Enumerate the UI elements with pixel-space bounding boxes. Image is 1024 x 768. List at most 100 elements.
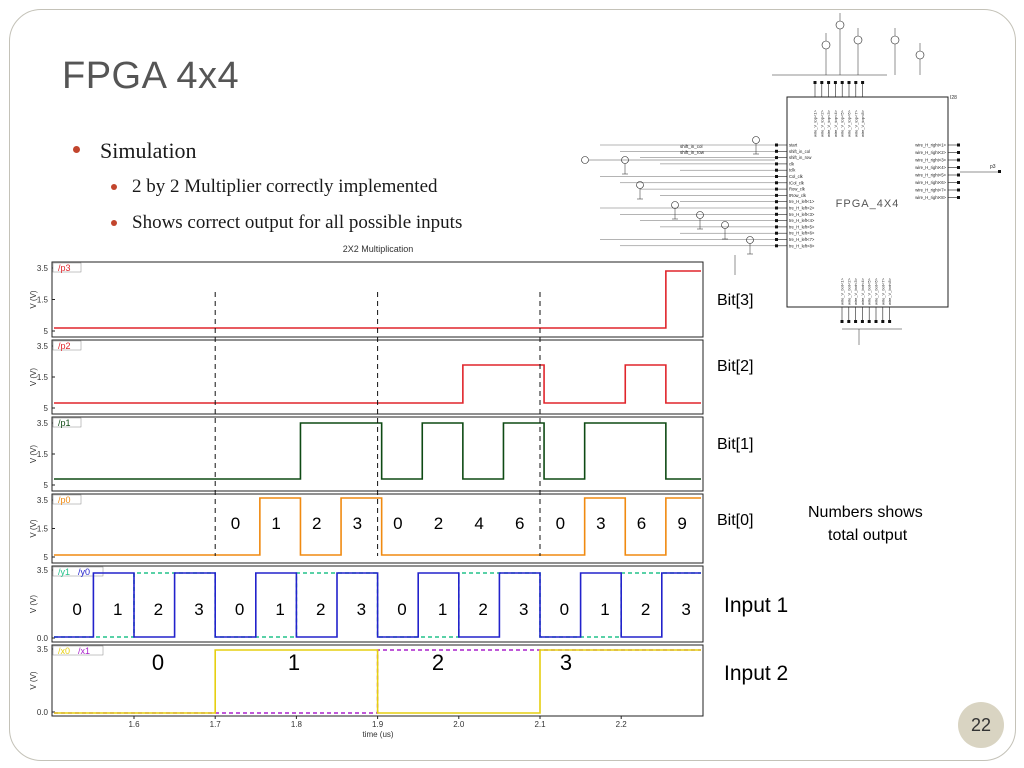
input1-number: 1 <box>437 600 448 619</box>
input1-label: Input 1 <box>724 594 789 617</box>
x-tick-label: 1.7 <box>210 720 222 729</box>
y-tick-label: 3.5 <box>37 645 49 654</box>
input2-number: 1 <box>287 650 301 675</box>
legend-p1: /p1 <box>58 418 71 428</box>
y-axis-label: V (V) <box>29 519 38 538</box>
bit3-label: Bit[3] <box>717 292 754 309</box>
bit2-label: Bit[2] <box>717 358 754 375</box>
y-tick-label: 3.5 <box>37 264 49 273</box>
y-tick-label: 3.5 <box>37 342 49 351</box>
y-tick-label: 5 <box>44 404 49 413</box>
p0-number: 0 <box>555 514 566 533</box>
input1-number: 1 <box>275 600 285 619</box>
input1-number: 3 <box>681 600 691 619</box>
legend-p2: /p2 <box>58 341 71 351</box>
p0-number: 2 <box>311 514 322 533</box>
legend-p0: /p0 <box>58 495 71 505</box>
slide-title: FPGA 4x4 <box>62 55 240 97</box>
series-p3 <box>54 270 701 329</box>
input2-number: 0 <box>151 650 165 675</box>
legend-box <box>52 262 82 273</box>
input1-number: 3 <box>194 600 204 619</box>
bullet-dot-3 <box>111 220 117 226</box>
series-y1 <box>54 572 701 638</box>
bit1-label: Bit[1] <box>717 436 754 453</box>
input2-number: 3 <box>559 650 573 675</box>
p0-number: 2 <box>433 514 444 533</box>
y-tick-label: 1.5 <box>37 296 49 305</box>
y-axis-label: V (V) <box>29 445 38 464</box>
page-number-badge <box>958 702 1004 748</box>
x-tick-label: 1.9 <box>372 720 384 729</box>
plot-panel-frame <box>51 261 704 338</box>
y-tick-label: 3.5 <box>37 496 49 505</box>
y-tick-label: 0.0 <box>37 708 49 717</box>
input1-number: 0 <box>234 600 245 619</box>
p0-number: 6 <box>514 514 525 533</box>
input1-number: 3 <box>356 600 367 619</box>
series-x0 <box>54 649 701 714</box>
y-tick-label: 1.5 <box>37 450 49 459</box>
bullet-outputs: Shows correct output for all possible in… <box>132 212 463 233</box>
x-tick-label: 2.2 <box>616 720 628 729</box>
y-tick-label: 3.5 <box>37 419 49 428</box>
input1-number: 0 <box>397 600 407 619</box>
p0-number: 0 <box>230 514 241 533</box>
total-output-note-line1: Numbers shows <box>808 504 923 521</box>
bullet-dot-1 <box>73 146 80 153</box>
x-tick-label: 1.6 <box>128 720 140 729</box>
input1-number: 1 <box>113 600 123 619</box>
x-tick-label: 1.8 <box>291 720 303 729</box>
p0-number: 9 <box>677 514 687 533</box>
plot-title: 2X2 Multiplication <box>343 244 414 254</box>
legend-box <box>52 566 104 577</box>
y-tick-label: 0.0 <box>37 634 49 643</box>
y-tick-label: 5 <box>44 481 49 490</box>
legend-y1: /y1 <box>58 567 70 577</box>
input1-number: 2 <box>478 600 488 619</box>
bullet-dot-2 <box>111 184 117 190</box>
y-axis-label: V (V) <box>29 595 38 614</box>
plot-panel-frame <box>51 565 704 643</box>
p0-number: 4 <box>474 514 484 533</box>
p0-number: 0 <box>393 514 403 533</box>
legend-x0: /x0 <box>58 646 70 656</box>
page-number: 22 <box>970 715 992 735</box>
series-p1 <box>54 422 701 480</box>
legend-box <box>52 340 82 351</box>
y-tick-label: 3.5 <box>37 566 49 575</box>
y-tick-label: 5 <box>44 327 49 336</box>
y-axis-label: V (V) <box>29 368 38 387</box>
input1-number: 1 <box>600 600 610 619</box>
series-p2 <box>54 364 701 404</box>
legend-y0: /y0 <box>78 567 90 577</box>
legend-x1: /x1 <box>78 646 90 656</box>
input1-number: 3 <box>519 600 529 619</box>
input2-label: Input 2 <box>724 662 789 685</box>
bit0-label: Bit[0] <box>717 512 754 529</box>
p0-number: 6 <box>636 514 647 533</box>
input1-number: 2 <box>316 600 326 619</box>
input1-number: 0 <box>72 600 82 619</box>
bullet-simulation: Simulation <box>100 138 197 163</box>
y-axis-label: V (V) <box>29 290 38 309</box>
x-tick-label: 2.1 <box>534 720 546 729</box>
p0-number: 1 <box>271 514 281 533</box>
input1-number: 2 <box>153 600 164 619</box>
bullet-multiplier: 2 by 2 Multiplier correctly implemented <box>132 176 438 197</box>
y-tick-label: 1.5 <box>37 373 49 382</box>
input1-number: 2 <box>640 600 651 619</box>
legend-p3: /p3 <box>58 263 71 273</box>
y-axis-label: V (V) <box>29 671 38 690</box>
legend-box <box>52 494 82 505</box>
total-output-note-line2: total output <box>828 527 908 544</box>
legend-box <box>52 645 104 656</box>
input2-number: 2 <box>431 650 445 675</box>
x-axis-label: time (us) <box>362 730 393 739</box>
series-p0 <box>54 497 701 556</box>
legend-box <box>52 417 82 428</box>
input1-number: 0 <box>559 600 570 619</box>
y-tick-label: 5 <box>44 553 49 562</box>
p0-number: 3 <box>596 514 606 533</box>
